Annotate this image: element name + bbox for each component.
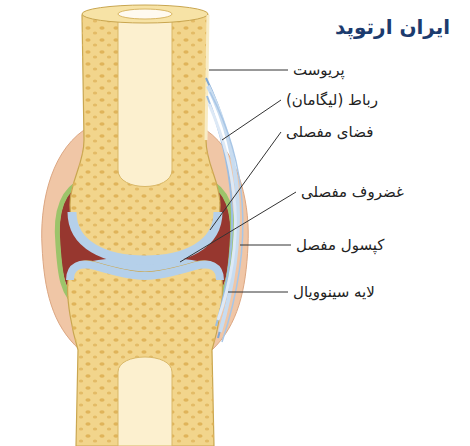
part-label: لایه سینوویال: [293, 282, 375, 302]
watermark: ایران ارتوپد: [335, 14, 450, 40]
part-label: غضروف مفصلی: [301, 182, 404, 202]
upper-bone: [70, 5, 220, 262]
lower-bone: [68, 261, 223, 446]
leader-line: [180, 70, 296, 292]
part-label: پریوست: [293, 60, 345, 80]
part-label: کپسول مفصل: [296, 235, 384, 255]
part-label: فضای مفصلی: [286, 122, 373, 142]
part-label: رباط (لیگامان): [286, 90, 378, 110]
